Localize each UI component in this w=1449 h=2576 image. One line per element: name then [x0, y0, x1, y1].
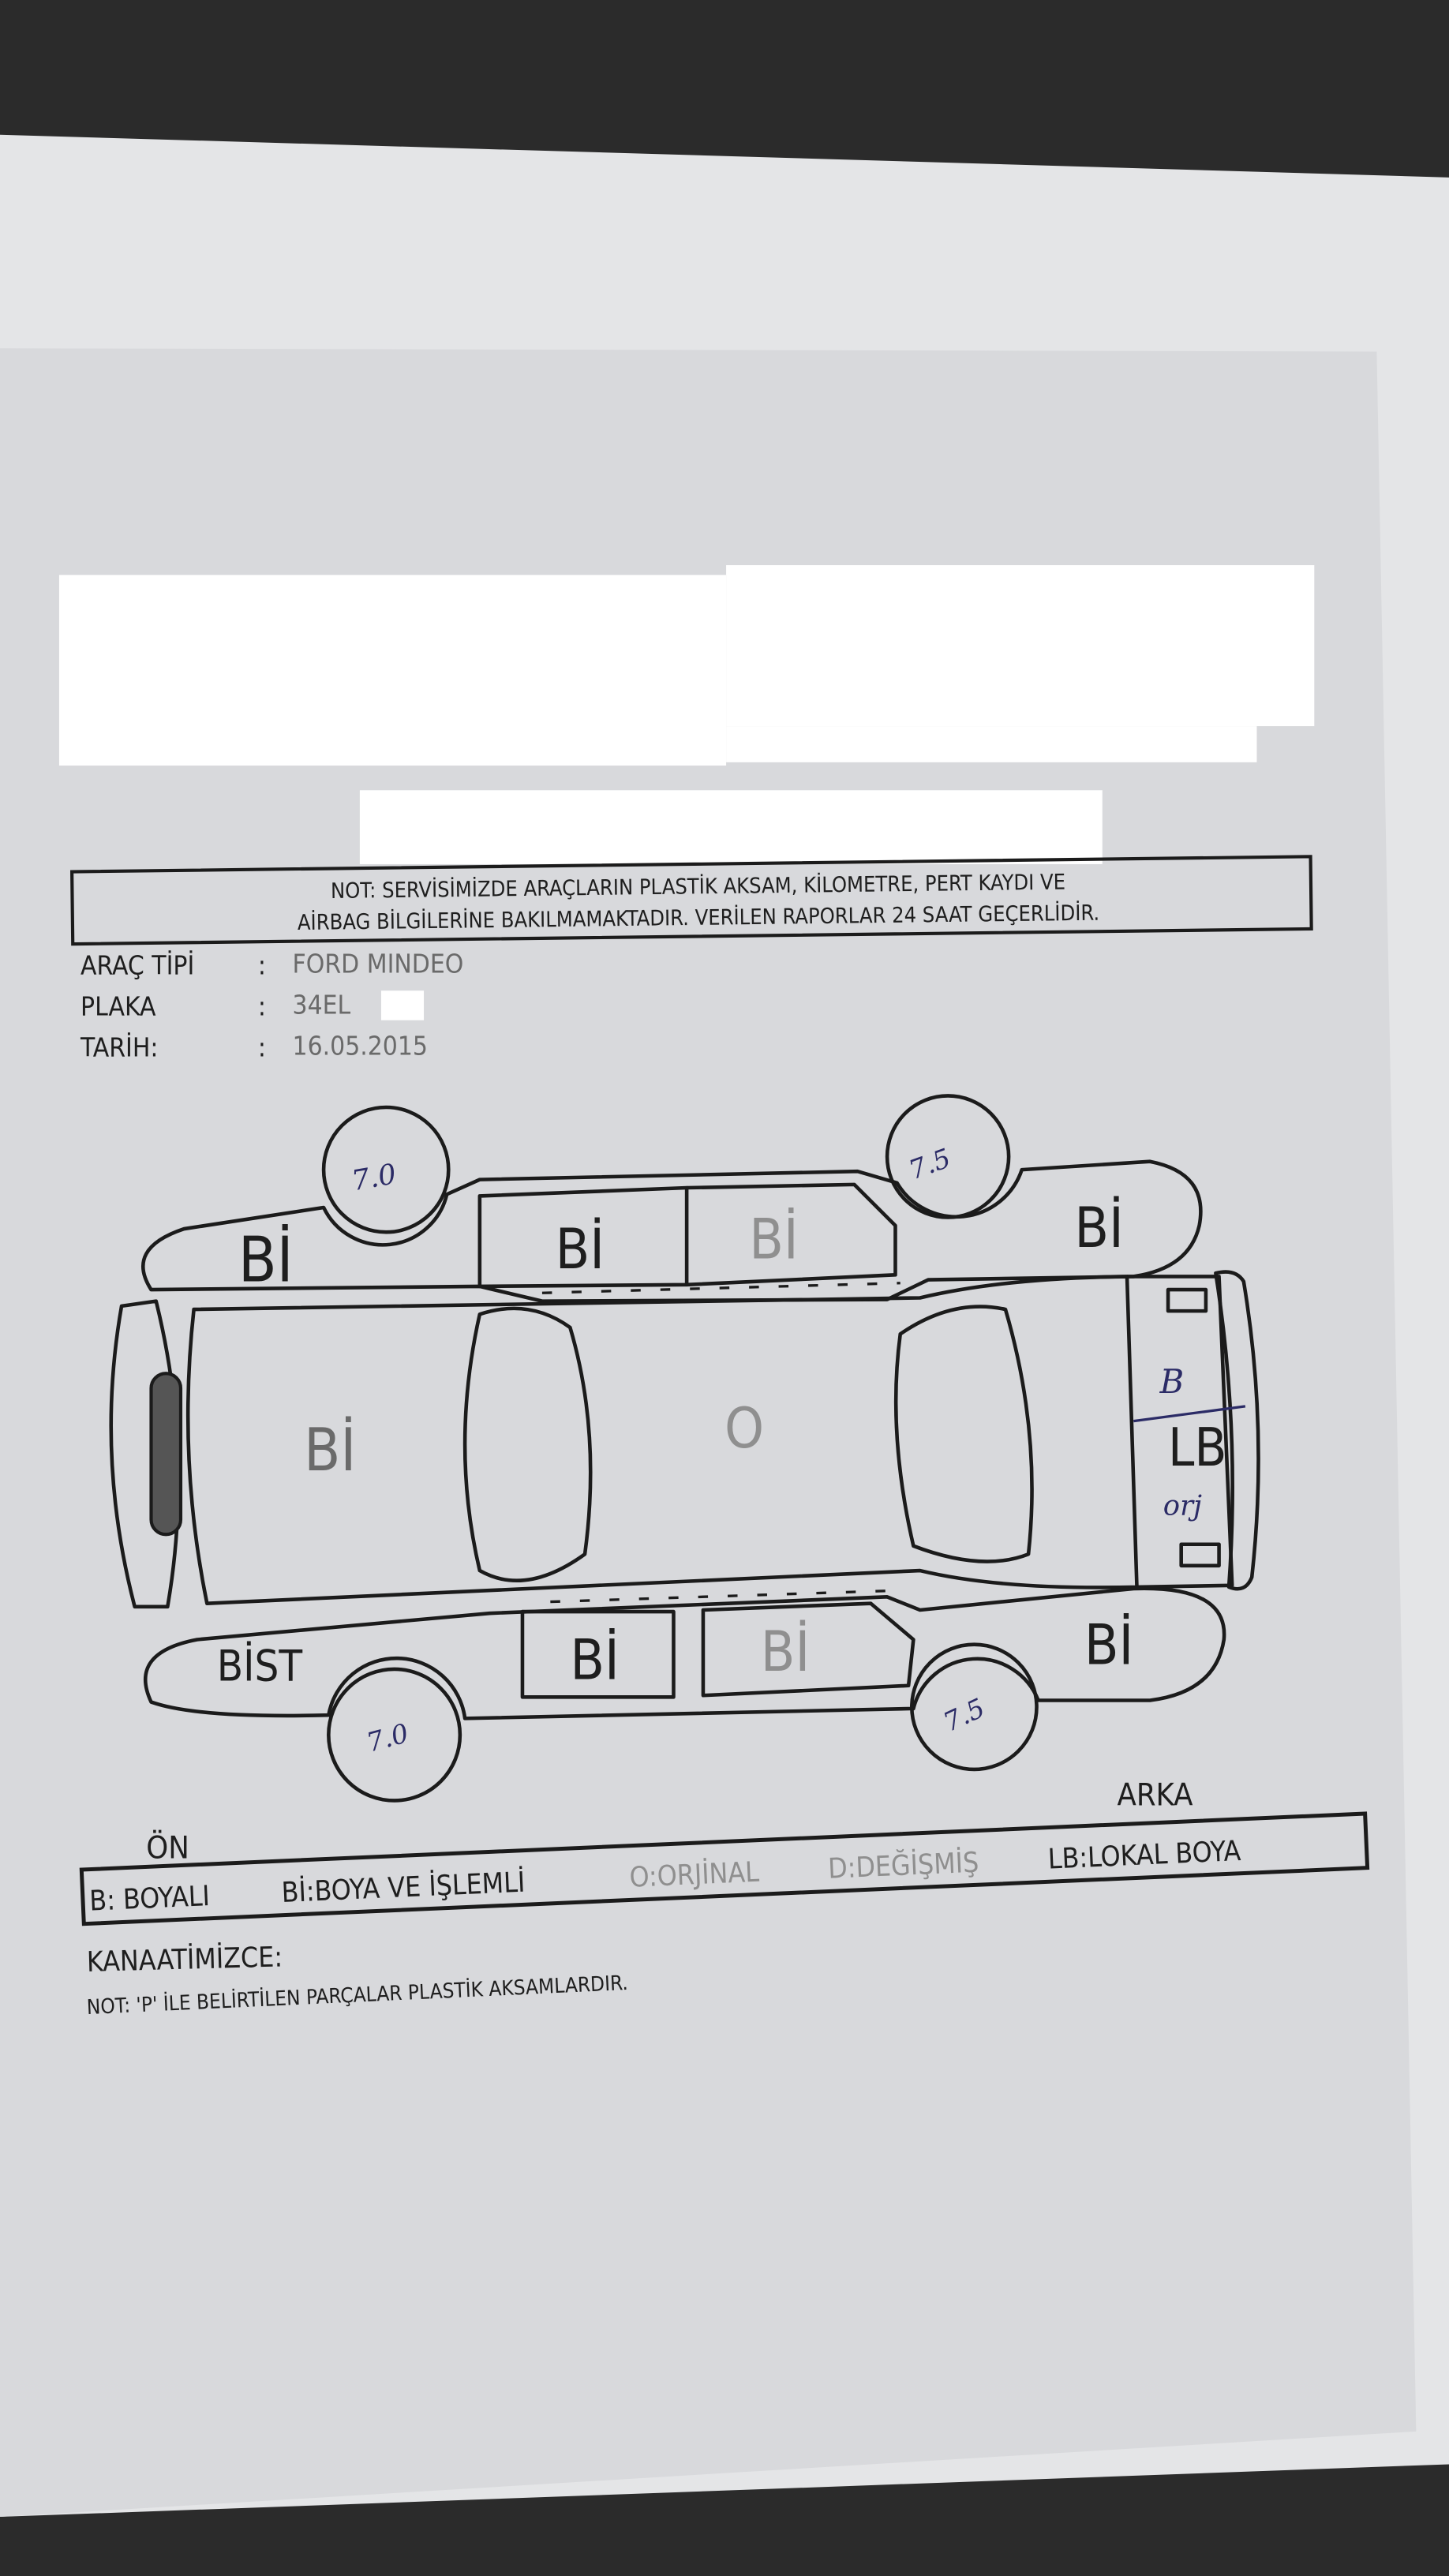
wheel-front-left-value: 7.0: [350, 1158, 399, 1197]
wheel-rear-right: [910, 1642, 1039, 1772]
trunk-status: LB: [1168, 1417, 1226, 1478]
opinion-label: KANAATİMİZCE:: [86, 1940, 283, 1978]
legend-item: B: BOYALI: [89, 1880, 211, 1918]
legend-item: D:DEĞİŞMİŞ: [827, 1846, 979, 1885]
plate-label: PLAKA: [80, 990, 156, 1021]
right-rear-door-status: Bİ: [761, 1619, 810, 1684]
wheel-front-right: [327, 1667, 462, 1803]
right-rear-fender-status: Bİ: [1084, 1612, 1133, 1678]
plate-value: 34EL: [293, 989, 351, 1020]
car-body-top: [185, 1275, 1139, 1605]
front-grille: [149, 1372, 183, 1537]
separator: :: [258, 949, 266, 980]
date-value: 16.05.2015: [293, 1030, 428, 1061]
left-rear-door-status: Bİ: [749, 1207, 798, 1272]
right-front-door-panel: [520, 1609, 676, 1699]
right-rear-door-panel: [701, 1601, 915, 1698]
left-front-fender-status: Bİ: [238, 1224, 294, 1297]
wheel-front-left: [321, 1105, 451, 1234]
left-rear-fender-status: Bİ: [1074, 1195, 1123, 1260]
rear-bumper: [1214, 1270, 1260, 1591]
rear-window: [893, 1305, 1034, 1563]
wheel-rear-left: [885, 1094, 1011, 1219]
windshield: [462, 1306, 593, 1583]
vehicle-type-value: FORD MINDEO: [293, 948, 464, 979]
trunk-handwritten-status: B: [1159, 1362, 1185, 1401]
front-label: ÖN: [146, 1829, 189, 1866]
left-rear-door-panel: [687, 1182, 897, 1287]
right-front-fender-status: BİST: [217, 1642, 303, 1691]
hood-status: Bİ: [304, 1415, 356, 1485]
roof-status: O: [724, 1395, 764, 1461]
plate-redaction: [380, 990, 425, 1020]
legend-box: B: BOYALI Bİ:BOYA VE İŞLEMLİ O:ORJİNAL D…: [79, 1811, 1370, 1926]
trunk-outline: [1127, 1275, 1234, 1589]
redaction-blocks: [58, 565, 1315, 864]
vehicle-info: ARAÇ TİPİ : FORD MINDEO PLAKA : 34EL TAR…: [80, 948, 463, 1062]
left-front-door-status: Bİ: [556, 1216, 605, 1282]
left-side-outline: [141, 1159, 1203, 1303]
legend-item: O:ORJİNAL: [629, 1855, 760, 1894]
right-front-door-status: Bİ: [570, 1627, 619, 1692]
date-label: TARİH:: [80, 1032, 158, 1062]
vehicle-type-label: ARAÇ TİPİ: [80, 949, 194, 980]
main-paper: [0, 348, 1417, 2518]
separator: :: [258, 1032, 266, 1062]
rear-label: ARKA: [1118, 1777, 1194, 1814]
right-side-outline: [143, 1586, 1226, 1720]
separator: :: [258, 990, 266, 1021]
trunk-handwritten-note: orj: [1163, 1489, 1202, 1522]
